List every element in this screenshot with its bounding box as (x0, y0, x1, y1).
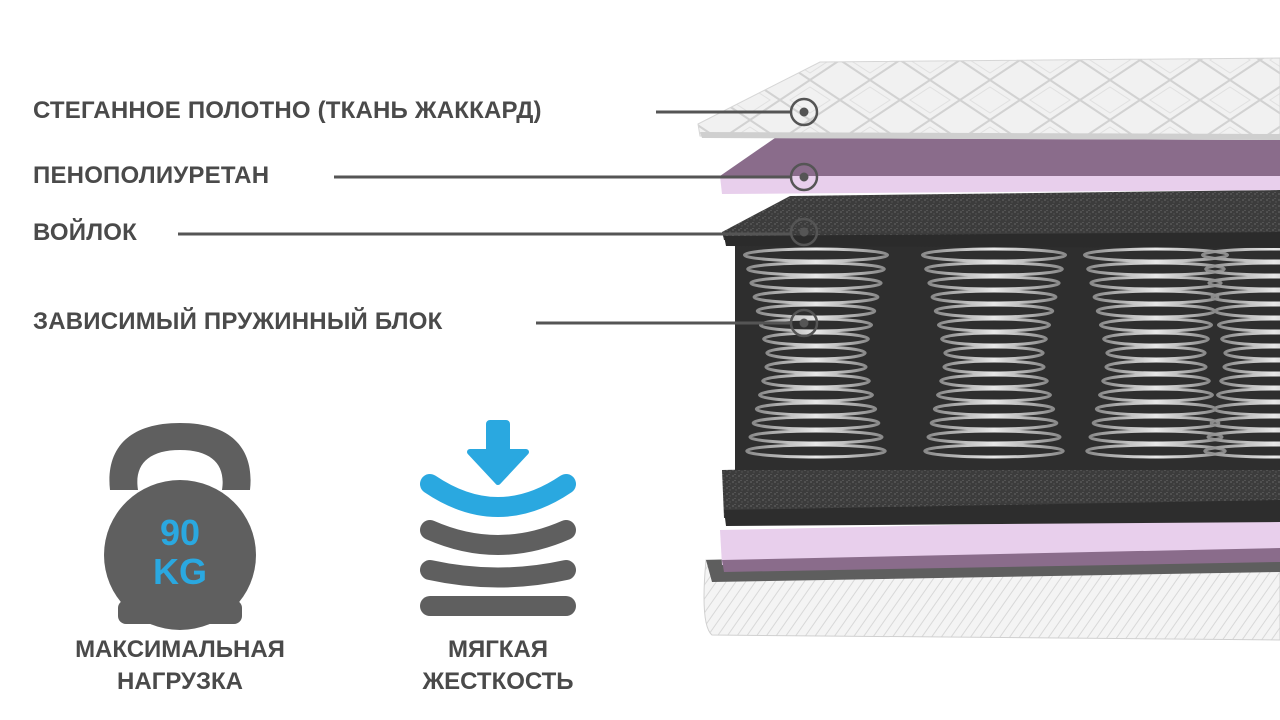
spring-coil (920, 247, 1068, 263)
spring-coil (752, 289, 880, 305)
spring-coil (1212, 401, 1280, 417)
spring-coil (1200, 247, 1280, 263)
spring-coil (1102, 331, 1210, 347)
spring-coil (758, 387, 874, 403)
spring-coil (742, 247, 890, 263)
spring-coil (1104, 359, 1208, 375)
spring-coil (762, 331, 870, 347)
spring-coil (761, 373, 871, 389)
spring-coil (1219, 373, 1280, 389)
spring-coil (1203, 443, 1280, 459)
spring-coil (1206, 429, 1280, 445)
spring-block (735, 245, 1280, 470)
target-marker-icon (789, 217, 819, 247)
spring-coil (1092, 289, 1220, 305)
top-felt-layer (722, 190, 1280, 248)
spring-coil (942, 359, 1046, 375)
spring-coil (923, 443, 1065, 459)
layer-label-foam: ПЕНОПОЛИУРЕТАН (33, 162, 270, 189)
spring-coil (1098, 387, 1214, 403)
spring-coil (930, 289, 1058, 305)
spring-coil (940, 331, 1048, 347)
spring-coil (929, 415, 1059, 431)
target-marker-icon (789, 97, 819, 127)
callout-markers (789, 97, 819, 338)
spring-coil (1082, 247, 1230, 263)
spring-coil (936, 317, 1052, 333)
spring-coil (1220, 331, 1280, 347)
spring-coil (924, 261, 1064, 277)
spring-coil (1089, 275, 1223, 291)
spring-coil (1101, 373, 1211, 389)
spring-coil (927, 275, 1061, 291)
bottom-felt-layer (722, 458, 1280, 526)
spring-coil (751, 415, 881, 431)
spring-coil (1204, 261, 1280, 277)
spring-coil (1210, 289, 1280, 305)
bottom-foam-layer (720, 518, 1280, 572)
spring-coil (932, 401, 1056, 417)
spring-coil (765, 345, 867, 361)
callout-lines (178, 110, 790, 325)
layer-label-felt: ВОЙЛОК (33, 219, 138, 246)
spring-coil (754, 401, 878, 417)
layer-label-spring-block: ЗАВИСИМЫЙ ПРУЖИННЫЙ БЛОК (33, 308, 443, 335)
max-load-label: МАКСИМАЛЬНАЯ НАГРУЗКА (40, 634, 320, 698)
spring-coil (1098, 317, 1214, 333)
spring-coil (1207, 275, 1280, 291)
spring-coil (936, 387, 1052, 403)
max-load-label-line1: МАКСИМАЛЬНАЯ (75, 636, 285, 663)
firmness-label-line1: МЯГКАЯ (447, 636, 549, 663)
spring-coil (749, 275, 883, 291)
spring-coil (1216, 387, 1280, 403)
spring-coil (1086, 261, 1226, 277)
spring-coil (933, 303, 1055, 319)
kettlebell-weight-unit: KG (153, 551, 207, 592)
spring-coil (939, 373, 1049, 389)
spring-coil (926, 429, 1062, 445)
target-marker-icon (789, 308, 819, 338)
spring-coil (1088, 429, 1224, 445)
spring-coil (745, 443, 887, 459)
soft-firmness-icon (420, 420, 576, 616)
spring-coil (1105, 345, 1207, 361)
spring-coil (748, 429, 884, 445)
firmness-label: МЯГКАЯ ЖЕСТКОСТЬ (358, 634, 638, 698)
spring-coil (1213, 303, 1280, 319)
top-foam-layer (720, 138, 1280, 194)
top-quilted-cover (697, 57, 1280, 140)
spring-coil (764, 359, 868, 375)
kettlebell-weight-number: 90 (160, 512, 200, 553)
firmness-label-line2: ЖЕСТКОСТЬ (422, 668, 574, 695)
layer-label-quilted-cover: СТЕГАННОЕ ПОЛОТНО (ТКАНЬ ЖАККАРД) (33, 97, 542, 124)
spring-coil (1091, 415, 1221, 431)
spring-coil (1216, 317, 1280, 333)
kettlebell-icon: 90 KG (104, 423, 256, 630)
spring-coil (1209, 415, 1280, 431)
target-marker-icon (789, 162, 819, 192)
spring-coil (746, 261, 886, 277)
spring-coil (1085, 443, 1227, 459)
max-load-label-line2: НАГРУЗКА (117, 668, 243, 695)
spring-coil (1222, 359, 1280, 375)
spring-coil (1223, 345, 1280, 361)
spring-coil (943, 345, 1045, 361)
